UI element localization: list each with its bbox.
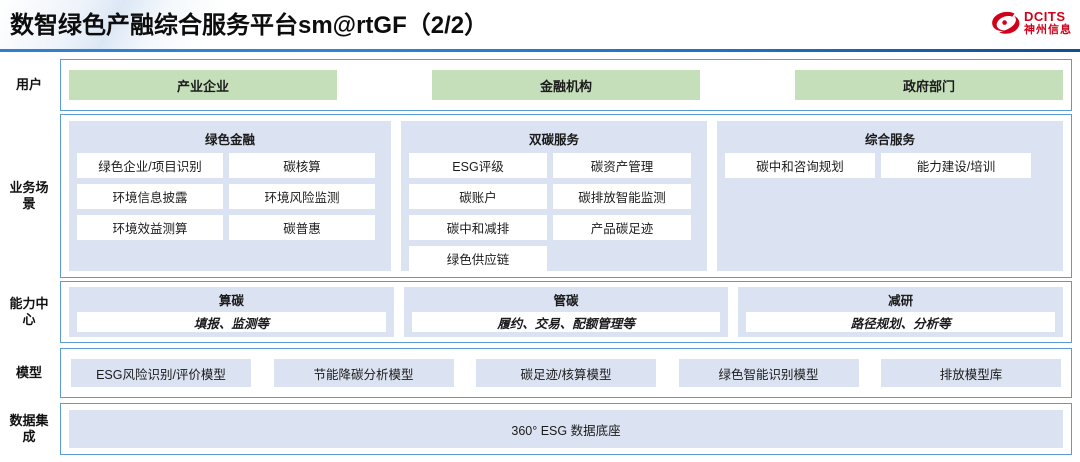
page-title: 数智绿色产融综合服务平台sm@rtGF（2/2） [10, 12, 489, 39]
capability-panels: 算碳 填报、监测等 管碳 履约、交易、配额管理等 减研 路径规划、分析等 [61, 282, 1071, 342]
biz-cell[interactable]: 碳中和咨询规划 [725, 153, 875, 178]
data-base-item[interactable]: 360° ESG 数据底座 [69, 410, 1063, 448]
brand-logo: DCITS 神州信息 [990, 6, 1072, 40]
data-frame: 360° ESG 数据底座 [60, 403, 1072, 455]
panel-dual-carbon-services: 双碳服务 ESG评级 碳资产管理 碳账户 碳排放智能监测 碳中和减排 产品碳足迹… [401, 121, 707, 271]
row-label-business-line2: 景 [22, 196, 36, 211]
capability-title: 算碳 [218, 294, 244, 308]
row-label-data-line1: 数据集 [9, 412, 49, 428]
biz-cell[interactable]: 产品碳足迹 [553, 215, 691, 240]
model-item-carbon-footprint[interactable]: 碳足迹/核算模型 [476, 359, 656, 387]
logo-text-cn: 神州信息 [1024, 24, 1072, 36]
panel-cells-comprehensive: 碳中和咨询规划 能力建设/培训 [725, 153, 1055, 178]
row-label-capability: 能力中 心 [0, 281, 58, 343]
layer-model: 模型 ESG风险识别/评价模型 节能降碳分析模型 碳足迹/核算模型 绿色智能识别… [0, 348, 1080, 398]
panel-title-comprehensive: 综合服务 [864, 133, 915, 147]
row-label-business-line1: 业务场 [9, 179, 49, 195]
user-item-industry[interactable]: 产业企业 [69, 70, 337, 100]
panel-title-green-finance: 绿色金融 [204, 133, 255, 147]
biz-cell[interactable]: 能力建设/培训 [881, 153, 1031, 178]
layer-capability-center: 能力中 心 算碳 填报、监测等 管碳 履约、交易、配额管理等 减研 路径规划、分… [0, 281, 1080, 343]
capability-panel-reduce-research[interactable]: 减研 路径规划、分析等 [738, 287, 1064, 337]
row-label-capability-line1: 能力中 [9, 295, 49, 311]
model-item-green-ai-recognition[interactable]: 绿色智能识别模型 [678, 359, 859, 387]
capability-subtitle: 履约、交易、配额管理等 [411, 312, 721, 332]
layer-user: 用户 产业企业 金融机构 政府部门 [0, 59, 1080, 111]
capability-panel-manage-carbon[interactable]: 管碳 履约、交易、配额管理等 [403, 287, 729, 337]
panel-green-finance: 绿色金融 绿色企业/项目识别 碳核算 环境信息披露 环境风险监测 环境效益测算 … [69, 121, 391, 271]
row-label-capability-line2: 心 [22, 312, 36, 327]
model-item-emission-library[interactable]: 排放模型库 [881, 359, 1061, 387]
page-header: 数智绿色产融综合服务平台sm@rtGF（2/2） DCITS 神州信息 [0, 0, 1080, 52]
user-items: 产业企业 金融机构 政府部门 [61, 60, 1071, 110]
row-label-data-line2: 成 [22, 429, 36, 444]
layer-data-integration: 数据集 成 360° ESG 数据底座 [0, 403, 1080, 455]
panel-cells-dual-carbon: ESG评级 碳资产管理 碳账户 碳排放智能监测 碳中和减排 产品碳足迹 绿色供应… [409, 153, 699, 271]
row-label-model: 模型 [15, 364, 42, 380]
panel-title-dual-carbon: 双碳服务 [528, 133, 579, 147]
capability-subtitle: 填报、监测等 [77, 312, 386, 332]
capability-subtitle: 路径规划、分析等 [746, 312, 1056, 332]
header-divider [0, 49, 1080, 52]
biz-cell[interactable]: ESG评级 [409, 153, 547, 178]
biz-cell[interactable]: 碳排放智能监测 [553, 184, 691, 209]
row-label-user: 用户 [15, 76, 42, 92]
row-label-business: 业务场 景 [0, 114, 58, 278]
model-item-esg-risk[interactable]: ESG风险识别/评价模型 [71, 359, 251, 387]
model-frame: ESG风险识别/评价模型 节能降碳分析模型 碳足迹/核算模型 绿色智能识别模型 … [60, 348, 1072, 398]
biz-cell[interactable]: 绿色企业/项目识别 [77, 153, 223, 178]
biz-cell[interactable]: 碳核算 [229, 153, 375, 178]
capability-frame: 算碳 填报、监测等 管碳 履约、交易、配额管理等 减研 路径规划、分析等 [60, 281, 1072, 343]
model-items: ESG风险识别/评价模型 节能降碳分析模型 碳足迹/核算模型 绿色智能识别模型 … [61, 349, 1071, 397]
business-panels: 绿色金融 绿色企业/项目识别 碳核算 环境信息披露 环境风险监测 环境效益测算 … [61, 115, 1071, 277]
logo-wordmark: DCITS 神州信息 [1024, 10, 1072, 36]
user-item-financial[interactable]: 金融机构 [432, 70, 700, 100]
biz-cell[interactable]: 碳账户 [409, 184, 547, 209]
panel-cells-green-finance: 绿色企业/项目识别 碳核算 环境信息披露 环境风险监测 环境效益测算 碳普惠 [77, 153, 383, 240]
model-item-energy-saving[interactable]: 节能降碳分析模型 [273, 359, 454, 387]
business-frame: 绿色金融 绿色企业/项目识别 碳核算 环境信息披露 环境风险监测 环境效益测算 … [60, 114, 1072, 278]
biz-cell[interactable]: 环境效益测算 [77, 215, 223, 240]
capability-panel-calc-carbon[interactable]: 算碳 填报、监测等 [69, 287, 394, 337]
capability-title: 管碳 [553, 294, 579, 308]
biz-cell[interactable]: 碳普惠 [229, 215, 375, 240]
capability-title: 减研 [888, 294, 914, 308]
row-label-data: 数据集 成 [0, 403, 58, 455]
dcits-swirl-icon [992, 11, 1020, 34]
biz-cell[interactable]: 绿色供应链 [409, 246, 547, 271]
biz-cell[interactable]: 碳中和减排 [409, 215, 547, 240]
biz-cell[interactable]: 环境信息披露 [77, 184, 223, 209]
biz-cell[interactable]: 环境风险监测 [229, 184, 375, 209]
user-frame: 产业企业 金融机构 政府部门 [60, 59, 1072, 111]
logo-text-en: DCITS [1024, 9, 1066, 24]
data-items: 360° ESG 数据底座 [61, 404, 1071, 454]
layer-business-scenarios: 业务场 景 绿色金融 绿色企业/项目识别 碳核算 环境信息披露 环境风险监测 环… [0, 114, 1080, 278]
panel-comprehensive-services: 综合服务 碳中和咨询规划 能力建设/培训 [717, 121, 1063, 271]
biz-cell[interactable]: 碳资产管理 [553, 153, 691, 178]
user-item-government[interactable]: 政府部门 [795, 70, 1063, 100]
